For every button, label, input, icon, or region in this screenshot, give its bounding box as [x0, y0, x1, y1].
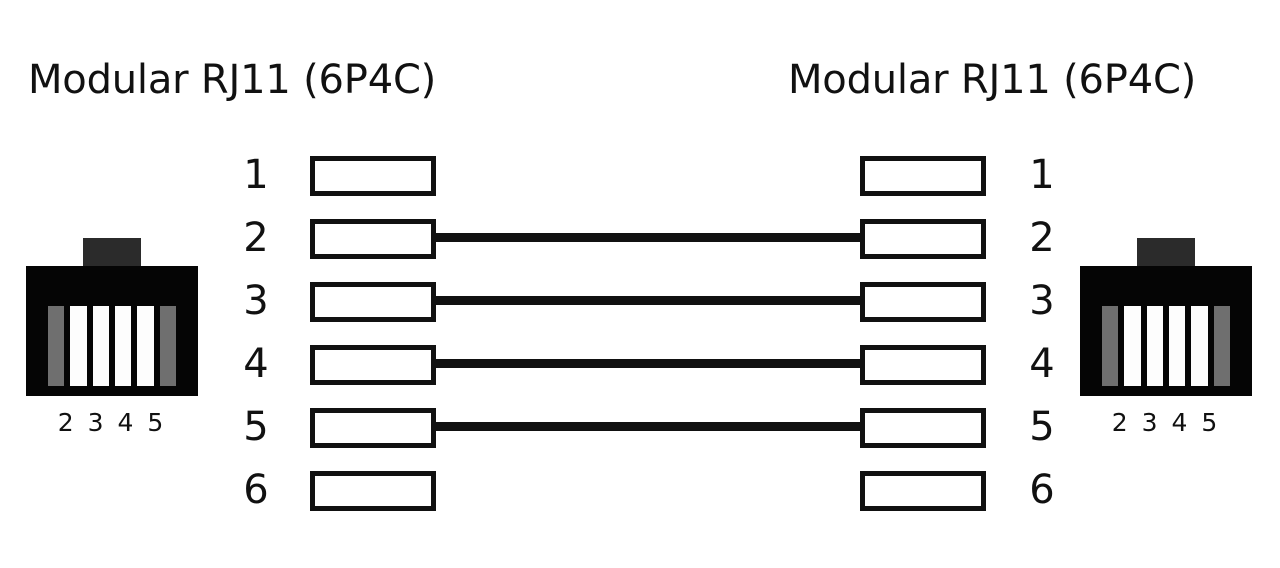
pin-terminal-left-3[interactable] [310, 282, 436, 322]
pin-slot-1 [48, 306, 65, 386]
rj11-connector-left: 2 3 4 5 [26, 238, 198, 453]
pin-number-right-3: 3 [1029, 278, 1055, 324]
table-row: 4 4 [0, 341, 1280, 389]
wire-4 [436, 359, 864, 368]
pin-number-right-1: 1 [1029, 152, 1055, 198]
connector-pin-caption-left: 2 3 4 5 [57, 408, 167, 437]
table-row: 6 6 [0, 467, 1280, 515]
pin-number-right-6: 6 [1029, 467, 1055, 513]
right-connector-title: Modular RJ11 (6P4C) [788, 57, 1197, 103]
pin-terminal-left-6[interactable] [310, 471, 436, 511]
pin-slot-6 [1213, 306, 1230, 386]
pin-slot-5 [1191, 306, 1208, 386]
pin-terminal-right-2[interactable] [860, 219, 986, 259]
pin-slot-6 [159, 306, 176, 386]
connector-latch-tab-icon [83, 238, 141, 268]
connector-pin-slots-right [1102, 306, 1230, 386]
pin-slot-4 [114, 306, 132, 386]
pin-slot-3 [1146, 306, 1163, 386]
rj11-connector-right: 2 3 4 5 [1080, 238, 1252, 453]
pin-number-left-1: 1 [243, 152, 269, 198]
pin-terminal-left-4[interactable] [310, 345, 436, 385]
pin-number-left-5: 5 [243, 404, 269, 450]
pin-terminal-right-6[interactable] [860, 471, 986, 511]
pin-terminal-left-1[interactable] [310, 156, 436, 196]
pin-number-right-2: 2 [1029, 215, 1055, 261]
pin-number-right-5: 5 [1029, 404, 1055, 450]
pin-number-right-4: 4 [1029, 341, 1055, 387]
pin-slot-3 [92, 306, 109, 386]
table-row: 5 5 [0, 404, 1280, 452]
pin-number-left-4: 4 [243, 341, 269, 387]
pin-slot-4 [1168, 306, 1186, 386]
pin-slot-2 [70, 306, 87, 386]
pin-terminal-left-5[interactable] [310, 408, 436, 448]
pin-slot-1 [1102, 306, 1119, 386]
pin-terminal-right-1[interactable] [860, 156, 986, 196]
connector-pin-slots-left [48, 306, 176, 386]
wire-3 [436, 296, 864, 305]
table-row: 3 3 [0, 278, 1280, 326]
table-row: 2 2 [0, 215, 1280, 263]
left-connector-title: Modular RJ11 (6P4C) [28, 57, 437, 103]
pin-terminal-right-3[interactable] [860, 282, 986, 322]
pin-number-left-6: 6 [243, 467, 269, 513]
connector-latch-tab-icon [1137, 238, 1195, 268]
pin-slot-5 [137, 306, 154, 386]
pin-number-left-3: 3 [243, 278, 269, 324]
connector-pin-caption-right: 2 3 4 5 [1111, 408, 1221, 437]
pin-terminal-right-5[interactable] [860, 408, 986, 448]
pin-number-left-2: 2 [243, 215, 269, 261]
table-row: 1 1 [0, 152, 1280, 200]
pin-terminal-left-2[interactable] [310, 219, 436, 259]
wire-5 [436, 422, 864, 431]
wire-2 [436, 233, 864, 242]
pin-terminal-right-4[interactable] [860, 345, 986, 385]
pin-slot-2 [1124, 306, 1141, 386]
